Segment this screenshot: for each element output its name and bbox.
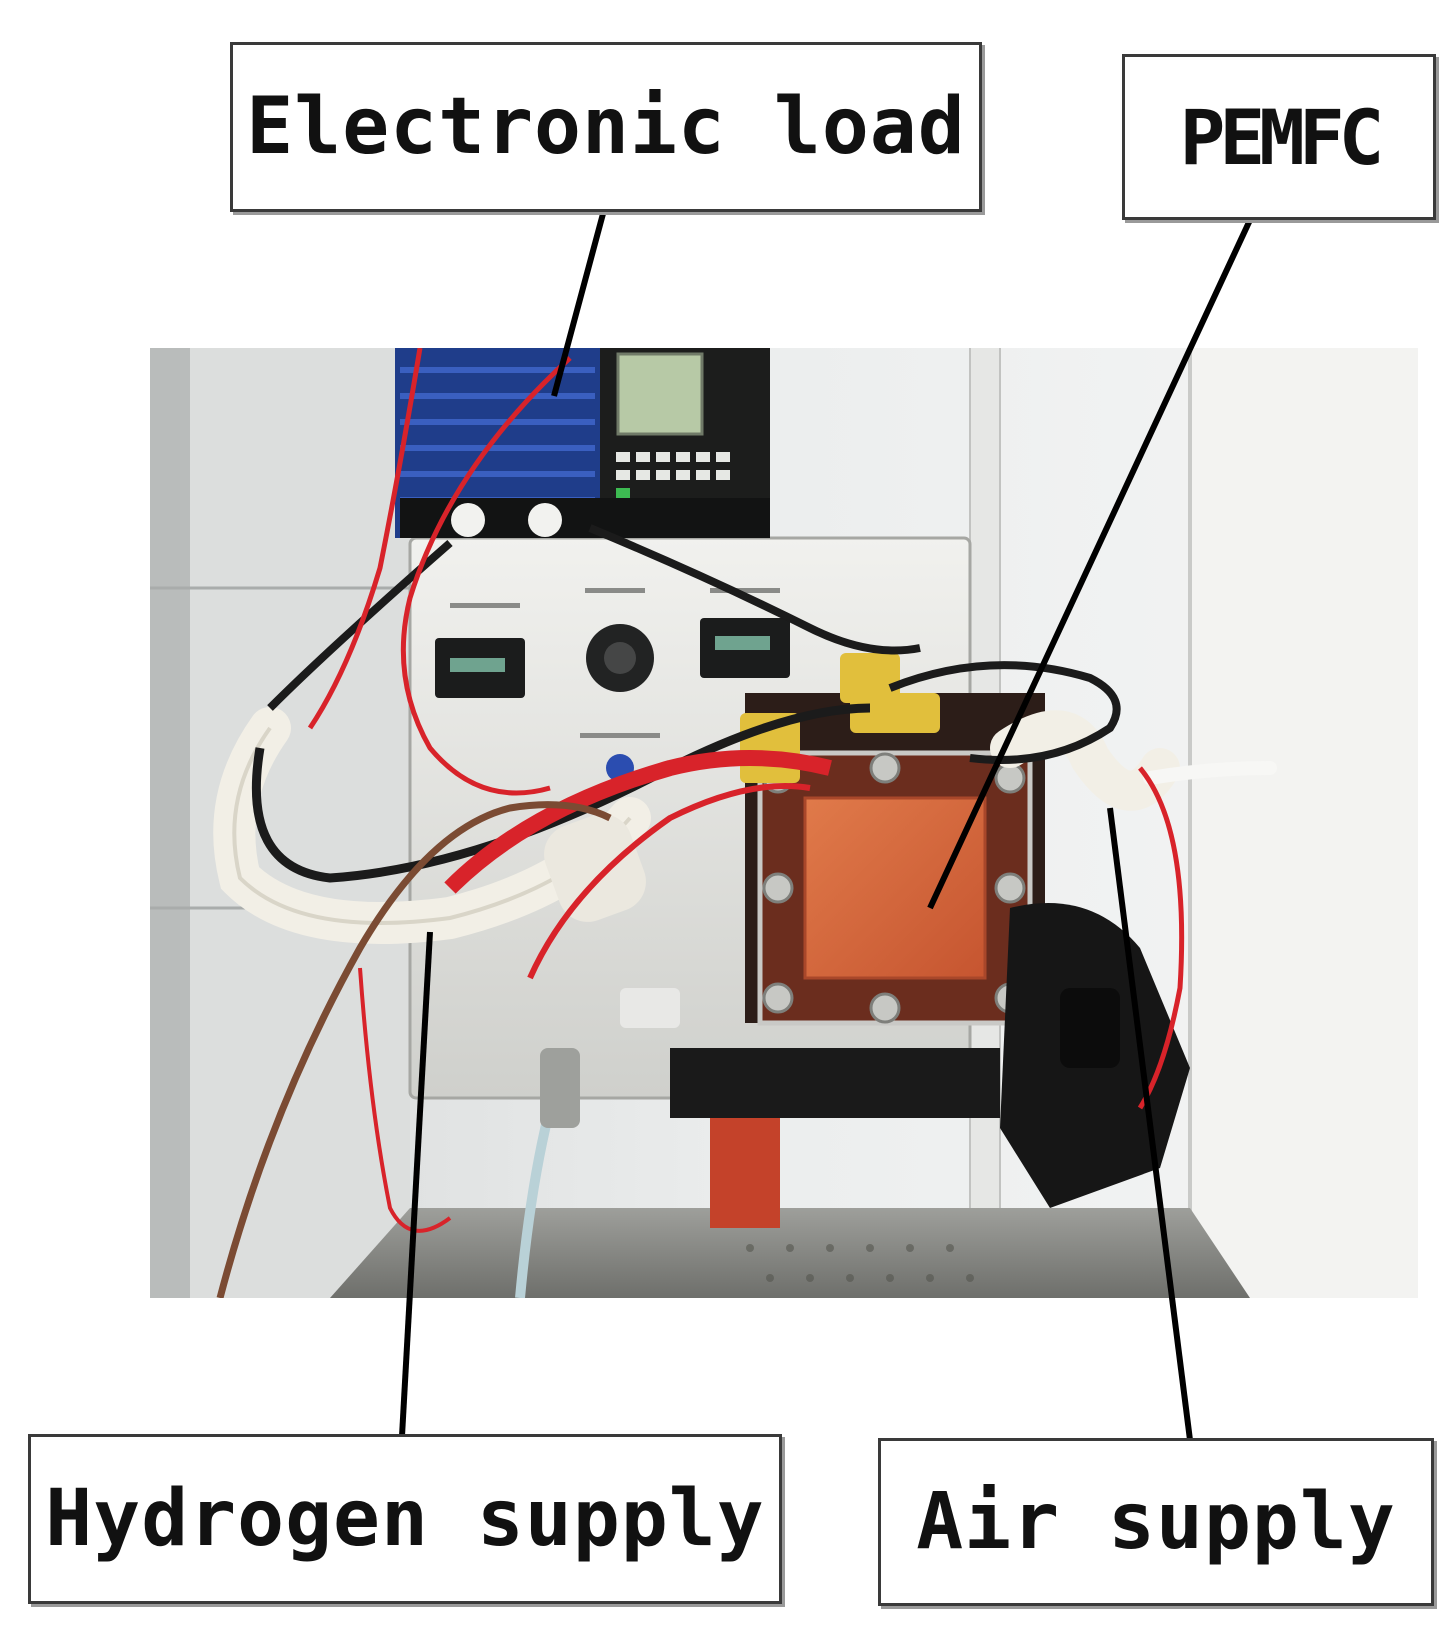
terminal-yellow-right [840,653,900,703]
pemfc-label: PEMFC [1179,92,1385,182]
electronic-load-label: Electronic load [246,82,966,172]
optical-table [330,1208,1250,1298]
black-cable-2 [588,524,921,655]
left-cabinet-shadow [150,348,190,1298]
pemfc-label-box: PEMFC [1122,54,1436,220]
pemfc-plate [803,796,987,980]
electronic-load-screen [616,352,704,436]
right-panel [1190,348,1418,1298]
air-supply-label: Air supply [916,1477,1396,1567]
hydrogen-supply-label-box: Hydrogen supply [28,1434,782,1604]
red-cable-2 [400,356,572,796]
photo-drawing [150,348,1418,1298]
hydrogen-supply-label: Hydrogen supply [45,1474,765,1564]
experimental-setup-photo [150,348,1418,1298]
left-cabinet [150,348,410,1298]
red-cable-3 [444,750,832,894]
brown-cable [216,801,612,1298]
air-supply-label-box: Air supply [878,1438,1434,1606]
red-cable-4 [527,783,811,980]
electronic-load-label-box: Electronic load [230,42,982,212]
pemfc-stand [670,1048,1000,1118]
red-cable-1 [307,348,423,730]
